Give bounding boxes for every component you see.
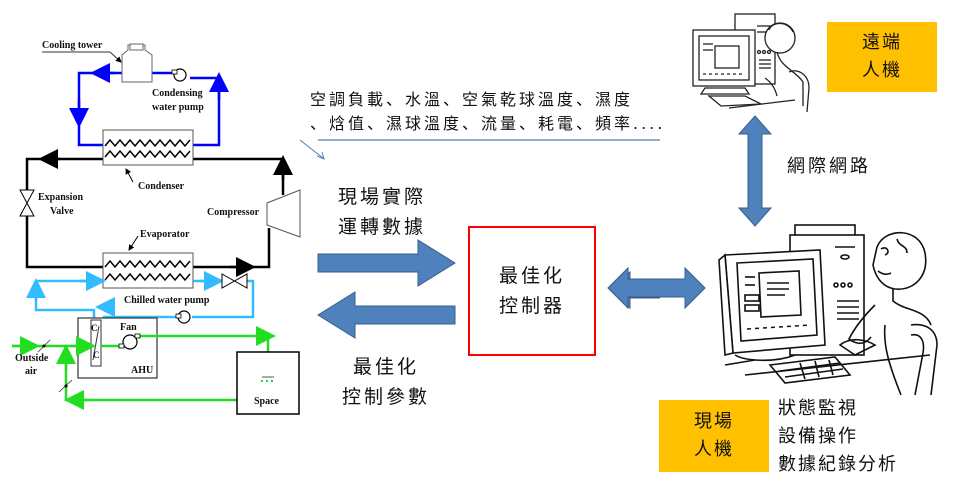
- callout-line-2: 、焓值、濕球溫度、流量、耗電、頻率....: [310, 114, 666, 133]
- remote-operator-illustration: [692, 13, 810, 113]
- expansion-valve-label-2: Valve: [50, 206, 74, 217]
- chilled-water-pump: [175, 310, 191, 324]
- local-hmi-badge: 現場 人機: [659, 400, 769, 472]
- evaporator-label: Evaporator: [140, 229, 190, 240]
- compressor: [266, 189, 301, 238]
- controller-hmi-link: [607, 266, 706, 310]
- optimal-params-label: 最佳化 控制參數: [342, 352, 430, 412]
- fan-label: Fan: [120, 322, 137, 333]
- local-hmi-label-1: 現場: [694, 411, 734, 432]
- cooling-tower-label: Cooling tower: [42, 40, 103, 51]
- remote-hmi-badge: 遠端 人機: [827, 22, 937, 92]
- condenser: [102, 129, 194, 183]
- space-room: [236, 351, 300, 415]
- ahu-label: AHU: [131, 365, 153, 376]
- internet-link: [737, 115, 773, 227]
- local-hmi-label-2: 人機: [694, 439, 734, 460]
- condensing-pump-label-2: water pump: [152, 102, 204, 113]
- optimal-params-arrow: [317, 291, 456, 339]
- local-hmi-functions: 狀態監視 設備操作 數據紀錄分析: [778, 395, 898, 479]
- optimization-controller: 最佳化 控制器: [468, 226, 596, 356]
- local-operator-illustration: [718, 224, 938, 395]
- expansion-valve-label-1: Expansion: [38, 192, 83, 203]
- remote-hmi-label-2: 人機: [862, 60, 902, 81]
- callout-pointer: [299, 139, 660, 160]
- cooling-tower: [42, 43, 153, 83]
- hvac-schematic: Cooling tower Condensing water pump Cond…: [12, 40, 301, 415]
- evaporator: [102, 235, 194, 289]
- coil-label-top: C: [91, 323, 98, 333]
- controller-label-1: 最佳化: [498, 265, 565, 287]
- coil-label-bottom: C: [93, 350, 100, 360]
- compressor-label: Compressor: [207, 207, 260, 218]
- vertical-bidirectional-arrow: [737, 115, 773, 227]
- callout-line-1: 空調負載、水溫、空氣乾球溫度、濕度: [310, 90, 634, 109]
- internet-label: 網際網路: [787, 156, 871, 177]
- refrigerant-loop: [25, 149, 293, 277]
- field-data-label-1: 現場實際: [338, 186, 427, 208]
- condensing-pump-label-1: Condensing: [152, 88, 203, 99]
- measured-variables-callout: 空調負載、水溫、空氣乾球溫度、濕度 、焓值、濕球溫度、流量、耗電、頻率....: [310, 88, 665, 136]
- chilled-water-pump-label: Chilled water pump: [124, 295, 210, 306]
- condenser-label: Condenser: [138, 181, 185, 192]
- field-data-label-2: 運轉數據: [338, 216, 427, 238]
- fan: [118, 333, 141, 350]
- optimal-params-label-1: 最佳化: [353, 356, 420, 378]
- outside-air-label-1: Outside: [15, 353, 49, 364]
- expansion-valve: [19, 189, 35, 217]
- flow-arrows: [317, 239, 660, 339]
- bidirectional-arrow: [607, 266, 706, 310]
- field-data-arrow: [317, 239, 456, 287]
- optimal-params-label-2: 控制參數: [342, 386, 431, 408]
- chilled-water-loop: [26, 271, 255, 322]
- field-data-label: 現場實際 運轉數據: [338, 182, 426, 242]
- outside-air-label-2: air: [25, 366, 38, 377]
- chilled-water-valve: [221, 273, 248, 289]
- function-data-logging-analysis: 數據紀錄分析: [778, 454, 898, 475]
- function-equipment-operation: 設備操作: [778, 426, 858, 447]
- space-label: Space: [254, 396, 280, 407]
- remote-hmi-label-1: 遠端: [862, 32, 902, 53]
- condensing-water-loop: [69, 63, 229, 147]
- condensing-water-pump: [171, 68, 187, 82]
- controller-label-2: 控制器: [498, 295, 565, 317]
- function-status-monitoring: 狀態監視: [778, 398, 858, 419]
